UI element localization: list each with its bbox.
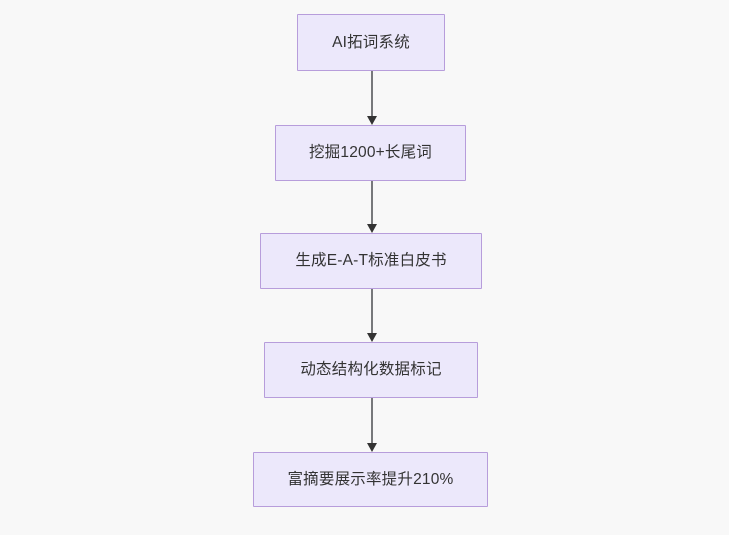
flow-node-label: 富摘要展示率提升210% [287,470,454,488]
arrowhead-icon [366,116,377,125]
arrowhead-icon [366,443,377,452]
edge-line [371,71,373,116]
arrowhead-icon [366,224,377,233]
edge-line [371,398,373,443]
flow-node-label: AI拓词系统 [332,33,410,51]
edge-line [371,181,373,224]
flow-node-dynamic-structured-data-markup[interactable]: 动态结构化数据标记 [264,342,478,398]
arrowhead-icon [366,333,377,342]
flow-node-label: 动态结构化数据标记 [300,361,442,379]
flow-node-mine-longtail-keywords[interactable]: 挖掘1200+长尾词 [275,125,466,181]
edge-line [371,289,373,333]
flow-node-ai-keyword-system[interactable]: AI拓词系统 [297,14,445,71]
flow-node-generate-eat-whitepaper[interactable]: 生成E-A-T标准白皮书 [260,233,482,289]
flow-node-label: 挖掘1200+长尾词 [308,144,433,162]
flow-node-rich-snippet-impression-lift[interactable]: 富摘要展示率提升210% [253,452,488,507]
flow-node-label: 生成E-A-T标准白皮书 [295,252,447,270]
